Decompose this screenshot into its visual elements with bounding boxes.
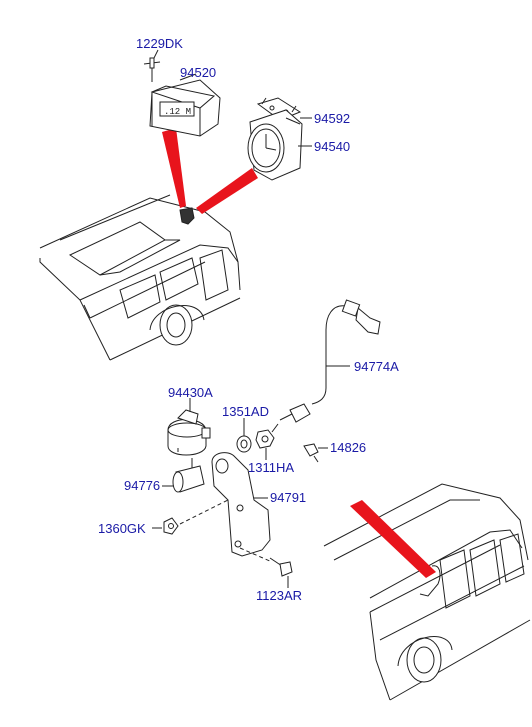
label-94791: 94791 — [270, 490, 306, 505]
nut-1360gk — [163, 517, 179, 535]
label-1229dk: 1229DK — [136, 36, 183, 51]
label-94540: 94540 — [314, 139, 350, 154]
screw-1229dk — [143, 57, 161, 82]
label-14826: 14826 — [330, 440, 366, 455]
pointer-arrow-bus-sensor — [350, 500, 436, 578]
label-94520: 94520 — [180, 65, 216, 80]
label-94592: 94592 — [314, 111, 350, 126]
assembly-line — [239, 547, 273, 563]
pointer-arrow-clock-display — [162, 128, 186, 208]
sensor-cable-94774a — [271, 299, 381, 433]
bus-top-illustration — [39, 194, 241, 361]
bolt-1123ar — [269, 557, 293, 577]
coupling-94776 — [172, 458, 205, 493]
mounting-bracket-94791 — [211, 452, 271, 557]
label-1311ha: 1311HA — [248, 460, 294, 475]
bus-bottom-illustration — [323, 483, 531, 701]
assembly-line — [179, 499, 229, 525]
nut-1311ha — [255, 429, 275, 449]
label-94430a: 94430A — [168, 385, 213, 400]
label-94776: 94776 — [124, 478, 160, 493]
label-1351ad: 1351AD — [222, 404, 269, 419]
label-1123ar: 1123AR — [256, 588, 302, 603]
pointer-arrow-analog-clock — [196, 168, 258, 214]
washer-1351ad — [236, 435, 252, 453]
analog-clock-94540 — [247, 109, 303, 181]
clip-14826 — [303, 443, 319, 463]
digital-clock-display-94520: .12 M — [149, 79, 221, 137]
motor-94430a — [167, 409, 211, 456]
svg-text:.12 M: .12 M — [164, 107, 191, 117]
label-94774a: 94774A — [354, 359, 399, 374]
label-1360gk: 1360GK — [98, 521, 146, 536]
